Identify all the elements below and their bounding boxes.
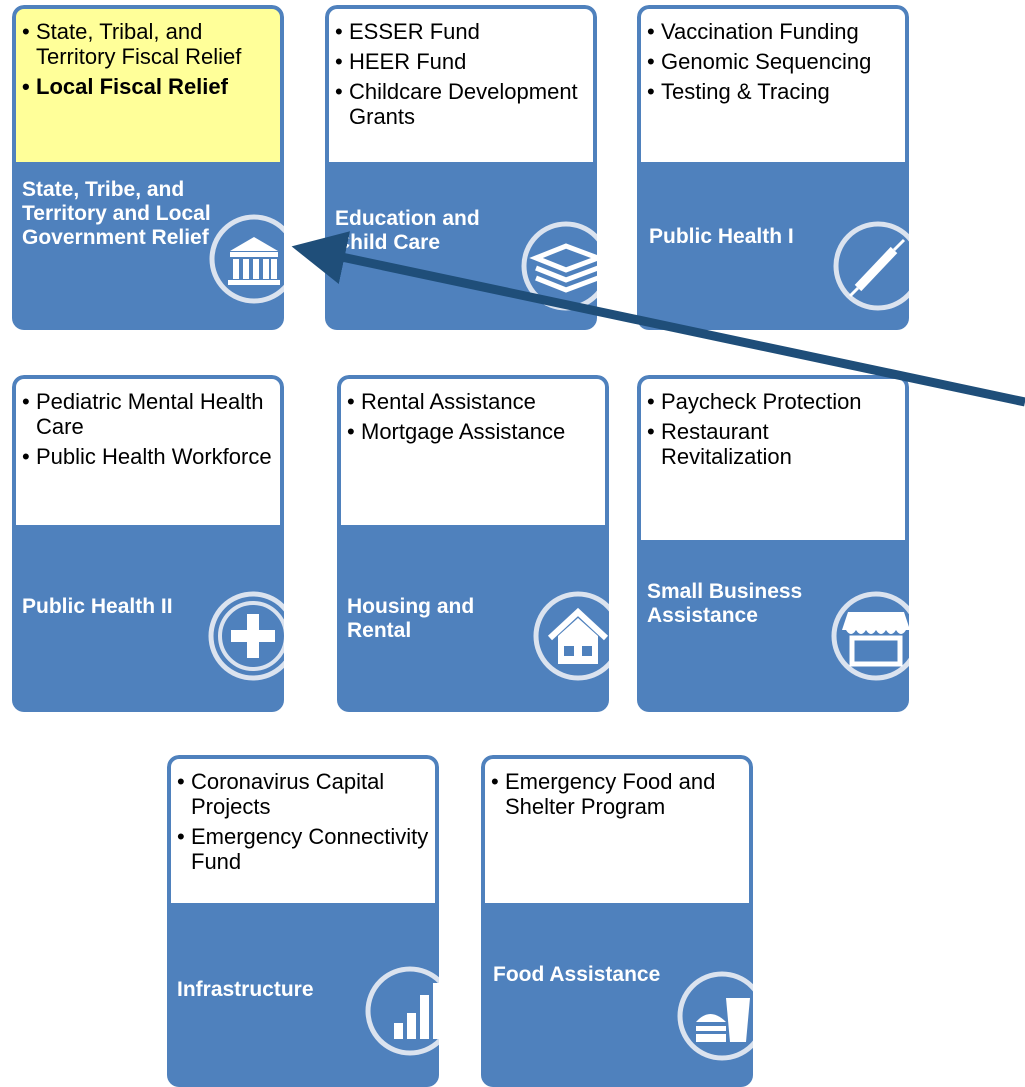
books-icon (521, 221, 597, 311)
program-item: ESSER Fund (335, 19, 589, 44)
program-list: Paycheck ProtectionRestaurant Revitaliza… (647, 389, 901, 469)
medical-cross-icon (208, 591, 284, 681)
category-panel (167, 903, 439, 1087)
program-list-panel: Rental AssistanceMortgage Assistance (337, 375, 609, 525)
food-icon (677, 971, 753, 1061)
program-list: Vaccination FundingGenomic SequencingTes… (647, 19, 901, 104)
program-list: State, Tribal, and Territory Fiscal Reli… (22, 19, 276, 99)
program-item: Vaccination Funding (647, 19, 901, 44)
program-item: Mortgage Assistance (347, 419, 601, 444)
program-list-panel: Emergency Food and Shelter Program (481, 755, 753, 903)
program-item: Emergency Food and Shelter Program (491, 769, 745, 819)
category-label: Small Business Assistance (647, 580, 803, 627)
card-5: Rental AssistanceMortgage AssistanceHous… (337, 375, 609, 712)
program-list-panel: Paycheck ProtectionRestaurant Revitaliza… (637, 375, 909, 540)
program-list-panel: Coronavirus Capital ProjectsEmergency Co… (167, 755, 439, 903)
program-item: Coronavirus Capital Projects (177, 769, 431, 819)
program-item: Paycheck Protection (647, 389, 901, 414)
category-label: Public Health I (649, 225, 794, 248)
program-list-panel: State, Tribal, and Territory Fiscal Reli… (12, 5, 284, 162)
program-item: Public Health Workforce (22, 444, 276, 469)
program-list-panel: ESSER FundHEER FundChildcare Development… (325, 5, 597, 162)
program-list-panel: Vaccination FundingGenomic SequencingTes… (637, 5, 909, 162)
card-1: State, Tribal, and Territory Fiscal Reli… (12, 5, 284, 330)
category-panel (12, 525, 284, 712)
syringe-icon (833, 221, 909, 311)
program-list: Pediatric Mental Health CarePublic Healt… (22, 389, 276, 469)
program-list-panel: Pediatric Mental Health CarePublic Healt… (12, 375, 284, 525)
program-item: Restaurant Revitalization (647, 419, 901, 469)
card-3: Vaccination FundingGenomic SequencingTes… (637, 5, 909, 330)
category-label: Housing and Rental (347, 595, 475, 642)
program-item: HEER Fund (335, 49, 589, 74)
storefront-icon (831, 591, 909, 681)
program-item: Local Fiscal Relief (22, 74, 276, 99)
program-list: Rental AssistanceMortgage Assistance (347, 389, 601, 444)
program-item: Testing & Tracing (647, 79, 901, 104)
card-6: Paycheck ProtectionRestaurant Revitaliza… (637, 375, 909, 712)
program-item: Emergency Connectivity Fund (177, 824, 431, 874)
category-label: Education and Child Care (335, 207, 480, 254)
category-label: State, Tribe, and Territory and Local Go… (22, 178, 211, 249)
program-item: Rental Assistance (347, 389, 601, 414)
house-icon (533, 591, 609, 681)
program-list: Emergency Food and Shelter Program (491, 769, 745, 819)
category-label: Infrastructure (177, 978, 314, 1001)
program-list: ESSER FundHEER FundChildcare Development… (335, 19, 589, 129)
card-7: Coronavirus Capital ProjectsEmergency Co… (167, 755, 439, 1087)
category-panel (337, 525, 609, 712)
program-item: Genomic Sequencing (647, 49, 901, 74)
program-item: State, Tribal, and Territory Fiscal Reli… (22, 19, 276, 69)
category-panel (637, 162, 909, 330)
card-4: Pediatric Mental Health CarePublic Healt… (12, 375, 284, 712)
program-item: Pediatric Mental Health Care (22, 389, 276, 439)
program-item: Childcare Development Grants (335, 79, 589, 129)
government-building-icon (209, 214, 284, 304)
bar-chart-icon (365, 966, 439, 1056)
program-list: Coronavirus Capital ProjectsEmergency Co… (177, 769, 431, 874)
category-label: Public Health II (22, 595, 173, 618)
category-label: Food Assistance (493, 963, 661, 986)
